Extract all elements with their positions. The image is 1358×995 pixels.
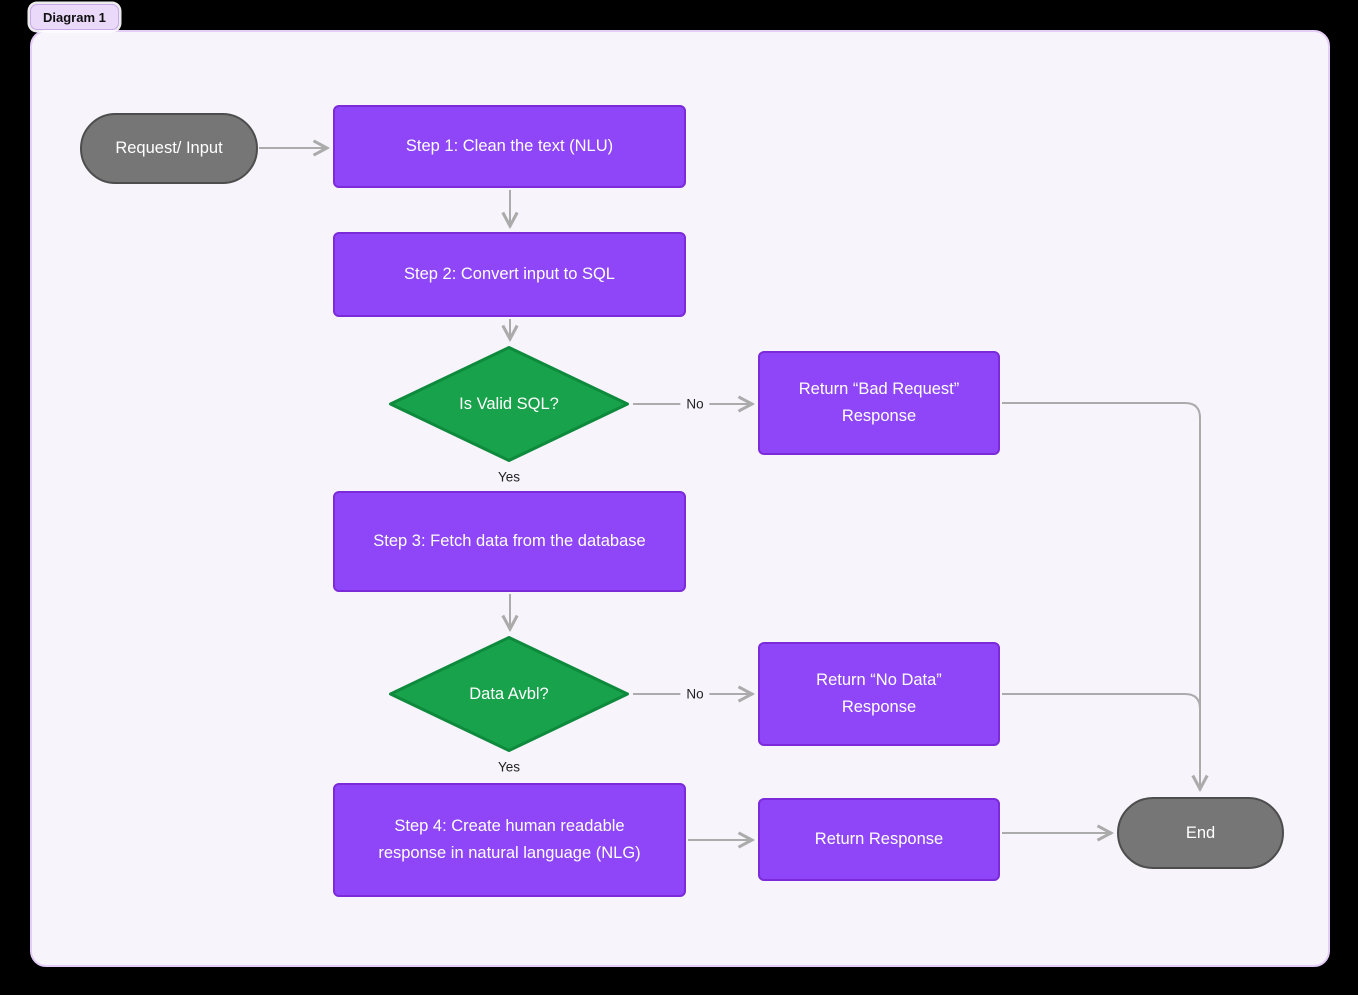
node-step3[interactable]: Step 3: Fetch data from the database <box>333 491 686 592</box>
node-step4[interactable]: Step 4: Create human readable response i… <box>333 783 686 897</box>
node-end[interactable]: End <box>1117 797 1284 869</box>
node-return-bad-request[interactable]: Return “Bad Request” Response <box>758 351 1000 455</box>
edge-nodata-merge <box>1002 693 1201 710</box>
node-step2-label: Step 2: Convert input to SQL <box>404 265 615 283</box>
diamond-shape-icon <box>389 346 629 462</box>
node-step4-label: Step 4: Create human readable response i… <box>378 817 641 862</box>
node-no-data-label: Return “No Data” Response <box>816 671 942 716</box>
node-start-label: Request/ Input <box>115 139 223 157</box>
node-decision-data-avbl[interactable]: Data Avbl? <box>387 635 631 753</box>
node-start[interactable]: Request/ Input <box>80 113 258 184</box>
node-step2[interactable]: Step 2: Convert input to SQL <box>333 232 686 317</box>
node-step1-label: Step 1: Clean the text (NLU) <box>405 137 614 155</box>
node-step3-label: Step 3: Fetch data from the database <box>373 532 646 550</box>
node-return-response[interactable]: Return Response <box>758 798 1000 881</box>
branch-label-yes-2: Yes <box>497 759 521 775</box>
node-decision2-label: Data Avbl? <box>469 684 549 703</box>
diagram-tab-label: Diagram 1 <box>43 9 106 25</box>
edge-badrequest-end <box>1002 402 1200 789</box>
branch-label-no-2: No <box>680 685 710 703</box>
diagram-tab[interactable]: Diagram 1 <box>30 4 119 30</box>
node-return-no-data[interactable]: Return “No Data” Response <box>758 642 1000 746</box>
branch-label-no-1: No <box>680 395 710 413</box>
node-decision1-label: Is Valid SQL? <box>459 394 559 413</box>
node-decision-is-valid-sql[interactable]: Is Valid SQL? <box>387 345 631 463</box>
node-end-label: End <box>1185 823 1216 842</box>
node-return-response-label: Return Response <box>814 830 944 848</box>
branch-label-yes-1: Yes <box>497 469 521 485</box>
node-bad-request-label: Return “Bad Request” Response <box>798 380 960 425</box>
node-step1[interactable]: Step 1: Clean the text (NLU) <box>333 105 686 188</box>
diamond-shape-icon <box>389 636 629 752</box>
